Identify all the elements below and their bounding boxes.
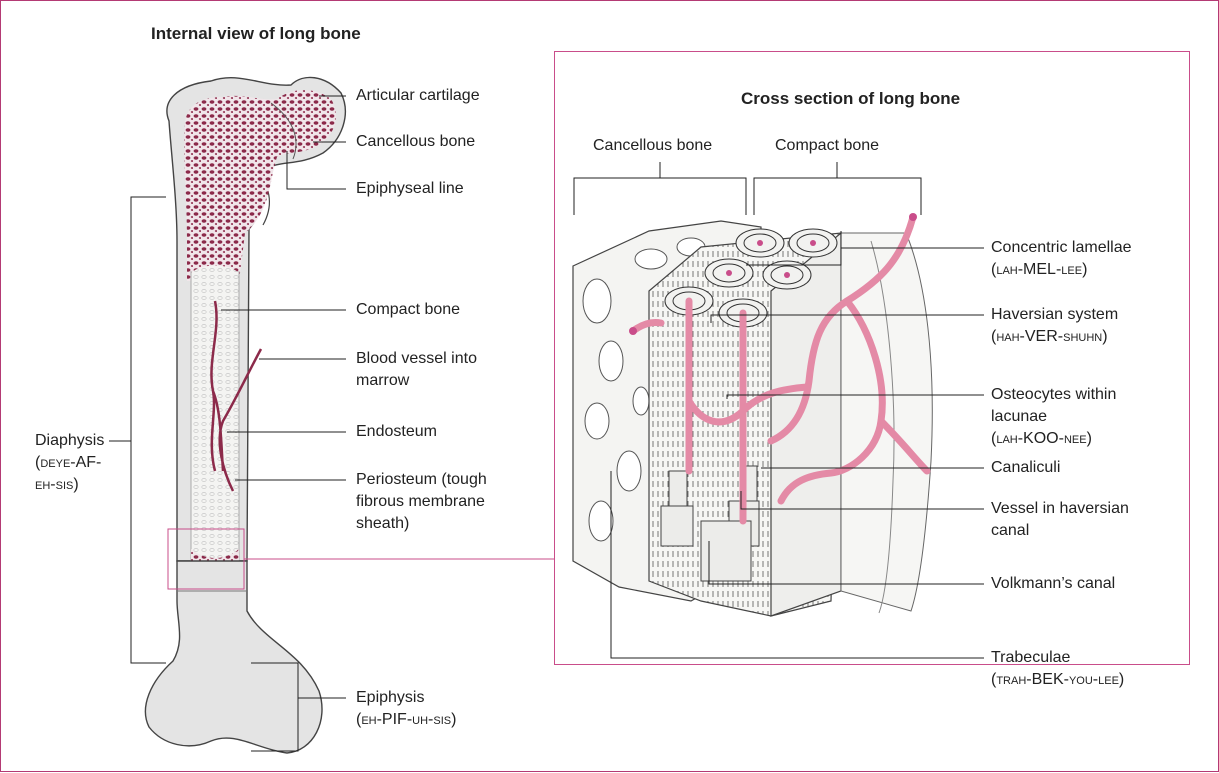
inset-label-vessel-line1: Vessel in haversian — [991, 499, 1129, 519]
label-articular-cartilage: Articular cartilage — [356, 86, 480, 106]
inset-label-haversian-system: Haversian system — [991, 305, 1118, 325]
label-epiphysis-pronunciation: (eh-PIF-uh-sis) — [356, 710, 456, 730]
inset-label-osteocytes-line1: Osteocytes within — [991, 385, 1116, 405]
inset-label-haversian-system-pronunciation: (hah-VER-shuhn) — [991, 327, 1108, 347]
inset-label-trabeculae: Trabeculae — [991, 648, 1070, 668]
label-diaphysis-pronunciation-line2: eh-sis) — [35, 475, 79, 495]
label-diaphysis-pronunciation-line1: (deye-AF- — [35, 453, 101, 473]
inset-label-volkmanns-canal: Volkmann’s canal — [991, 574, 1115, 594]
label-cancellous-bone: Cancellous bone — [356, 132, 475, 152]
label-epiphyseal-line: Epiphyseal line — [356, 179, 464, 199]
main-title: Internal view of long bone — [151, 24, 361, 44]
label-epiphysis: Epiphysis — [356, 688, 424, 708]
long-bone-illustration — [145, 77, 345, 753]
label-periosteum-line2: fibrous membrane — [356, 492, 485, 512]
label-compact-bone: Compact bone — [356, 300, 460, 320]
label-periosteum-line3: sheath) — [356, 514, 409, 534]
inset-label-trabeculae-pronunciation: (trah-BEK-you-lee) — [991, 670, 1124, 690]
label-blood-vessel-line2: marrow — [356, 371, 409, 391]
label-diaphysis: Diaphysis — [35, 431, 104, 451]
inset-label-compact-bone: Compact bone — [775, 136, 879, 156]
inset-label-osteocytes-line2: lacunae — [991, 407, 1047, 427]
inset-label-cancellous-bone: Cancellous bone — [593, 136, 712, 156]
label-endosteum: Endosteum — [356, 422, 437, 442]
inset-title: Cross section of long bone — [741, 89, 960, 109]
inset-label-concentric-lamellae-pronunciation: (lah-MEL-lee) — [991, 260, 1087, 280]
inset-label-osteocytes-pronunciation: (lah-KOO-nee) — [991, 429, 1092, 449]
inset-label-vessel-line2: canal — [991, 521, 1029, 541]
inset-label-concentric-lamellae: Concentric lamellae — [991, 238, 1132, 258]
inset-label-canaliculi: Canaliculi — [991, 458, 1060, 478]
label-periosteum-line1: Periosteum (tough — [356, 470, 487, 490]
label-blood-vessel-line1: Blood vessel into — [356, 349, 477, 369]
